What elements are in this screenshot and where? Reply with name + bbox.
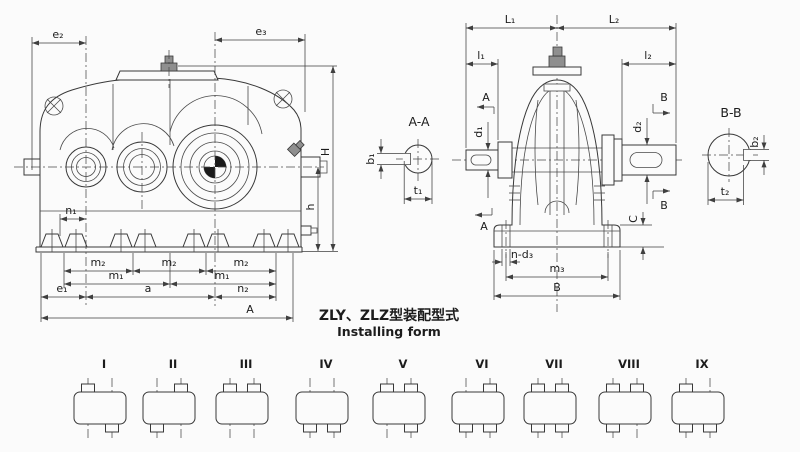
install-form-2: II [142,357,196,438]
section-bb: B-B b₂ t₂ [702,105,769,205]
installing-forms: I II III IV [73,357,725,438]
section-aa-title: A-A [408,114,430,129]
dim-label-e2: e₂ [52,28,63,41]
dim-label-n-d3: n-d₃ [511,248,533,261]
install-form-1: I [73,357,127,438]
dim-label-n1: n₁ [65,204,76,217]
dim-label-d2: d₂ [631,121,644,132]
dim-label-l2: l₂ [644,49,651,62]
dim-label-m1-1: m₁ [108,269,123,282]
section-arrow-B-bottom: B [660,199,668,212]
form-label-3: III [240,357,253,371]
dim-label-m3: m₃ [549,262,564,275]
dim-label-m2-3: m₂ [233,256,248,269]
dim-label-t1: t₁ [414,184,423,197]
dim-label-n2: n₂ [237,282,248,295]
dim-label-m1-2: m₁ [214,269,229,282]
install-form-8: VIII [598,357,652,438]
dim-label-B: B [553,281,561,294]
dim-label-m2-1: m₂ [90,256,105,269]
form-label-5: V [399,357,408,371]
section-arrow-A-bottom: A [480,220,488,233]
form-label-1: I [102,357,106,371]
form-label-6: VI [475,357,488,371]
form-label-4: IV [319,357,332,371]
vent-plug [286,140,305,158]
dim-label-a: a [145,282,152,295]
dim-label-b1: b₁ [364,153,377,164]
side-view-dimensions: L₁ L₂ l₁ l₂ d₁ d₂ A A B B C [465,13,677,300]
dim-label-C: C [627,215,640,223]
dim-label-L1: L₁ [505,13,516,26]
title-block: ZLY、ZLZ型装配型式 Installing form [319,307,459,339]
dim-label-e3: e₃ [255,25,266,38]
install-form-5: V [372,357,426,438]
section-bb-title: B-B [720,105,741,120]
install-form-3: III [215,357,269,438]
install-form-9: IX [671,357,725,438]
install-form-4: IV [295,357,349,438]
dim-label-l1: l₁ [477,49,484,62]
dim-label-h: h [304,203,317,210]
section-arrow-B-top: B [660,91,668,104]
dim-label-H: H [319,148,332,156]
dim-label-m2-2: m₂ [161,256,176,269]
section-arrow-A-top: A [482,91,490,104]
title-cn: ZLY、ZLZ型装配型式 [319,307,459,324]
dim-label-d1: d₁ [472,126,485,137]
dim-label-t2: t₂ [721,185,730,198]
front-view-dimensions: e₂ e₃ H h n₁ m₂ m₂ m₂ m₁ m₁ [31,25,338,322]
form-label-2: II [169,357,178,371]
dim-label-e1: e₁ [56,282,67,295]
dim-label-b2: b₂ [748,136,761,147]
dim-label-A: A [246,303,254,316]
form-label-9: IX [695,357,708,371]
side-view [452,15,682,312]
form-label-7: VII [545,357,562,371]
title-en: Installing form [337,324,441,339]
install-form-7: VII [523,357,577,438]
install-form-6: VI [451,357,505,438]
dim-label-L2: L₂ [609,13,620,26]
section-aa: A-A b₁ t₁ [364,114,440,204]
form-label-8: VIII [618,357,640,371]
